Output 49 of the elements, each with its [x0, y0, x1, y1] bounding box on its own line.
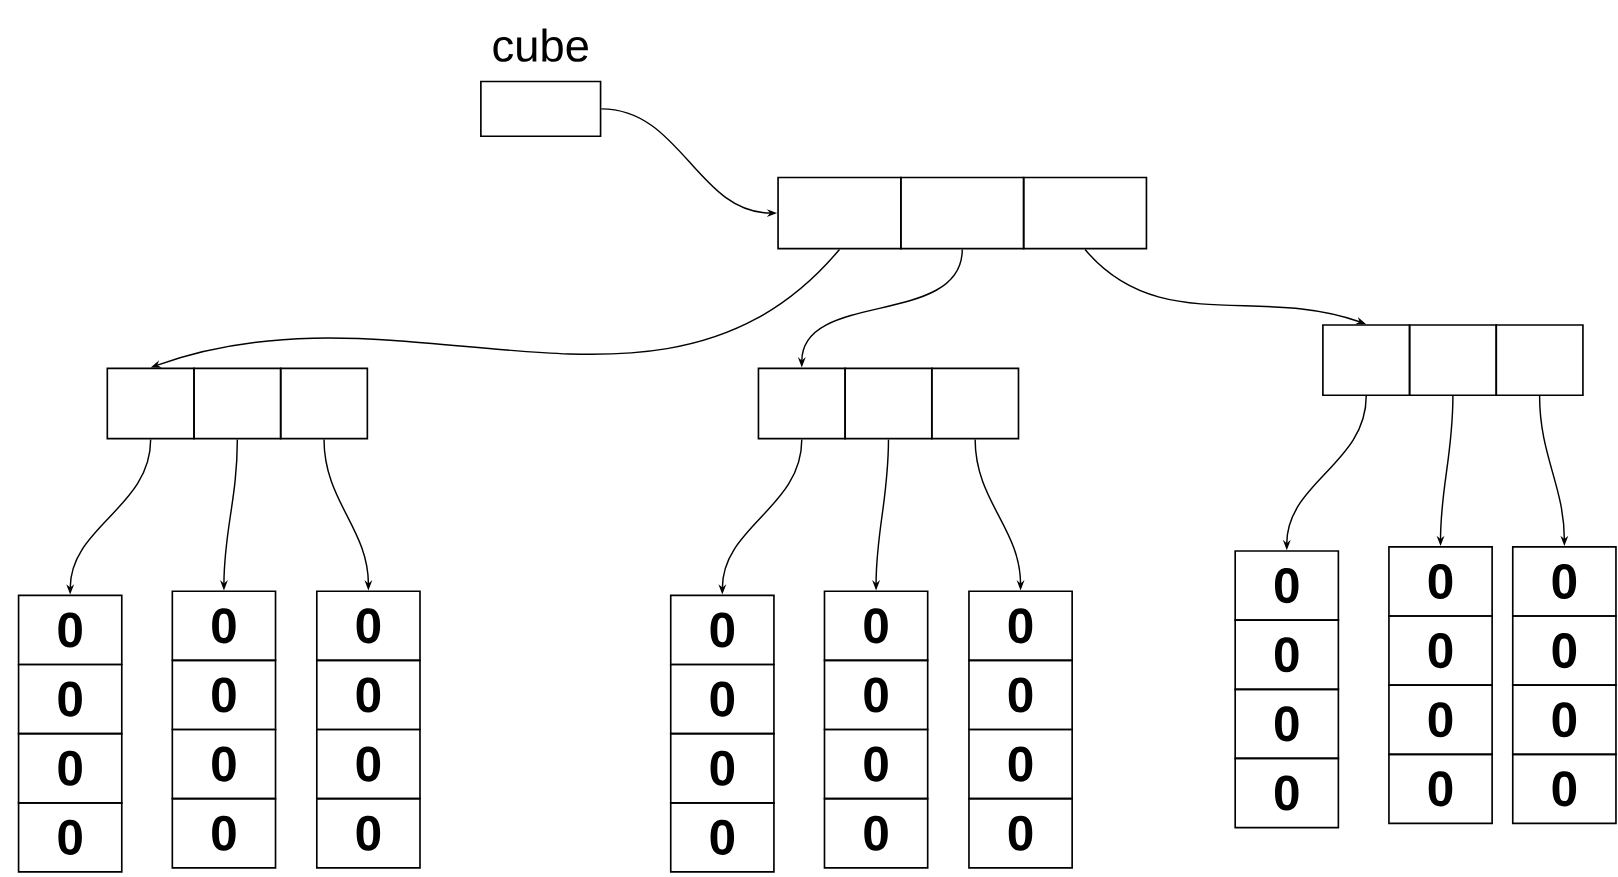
array-cell: 0 [315, 659, 421, 731]
pointer-cell [900, 176, 1025, 250]
array-cell: 0 [968, 797, 1073, 869]
array-cell: 0 [17, 594, 123, 666]
array-cell: 0 [669, 732, 775, 804]
array-cell: 0 [823, 728, 929, 800]
array-cell: 0 [17, 801, 123, 873]
array-cell: 0 [823, 590, 929, 662]
array-cell: 0 [669, 663, 775, 735]
array-cell: 0 [315, 590, 421, 662]
array-cell: 0 [315, 797, 421, 869]
pointer-cell [1322, 324, 1411, 396]
array-cell: 0 [1511, 753, 1617, 825]
array-cell: 0 [1511, 684, 1617, 756]
array-cell: 0 [17, 732, 123, 804]
pointer-cell [844, 367, 933, 440]
array-cell: 0 [1234, 757, 1340, 829]
array-cell: 0 [171, 659, 277, 731]
array-cell: 0 [968, 728, 1073, 800]
array-cell: 0 [669, 801, 775, 873]
array-cell: 0 [1234, 688, 1340, 760]
pointer-cell [757, 367, 846, 440]
array-cell: 0 [171, 728, 277, 800]
array-cell: 0 [968, 590, 1073, 662]
array-cell: 0 [1388, 753, 1493, 825]
pointer-cell [193, 367, 282, 440]
array-cell: 0 [1388, 546, 1493, 617]
pointer-cell [1408, 324, 1498, 396]
array-cell: 0 [1511, 546, 1617, 617]
array-cell: 0 [171, 797, 277, 869]
array-cell: 0 [823, 797, 929, 869]
array-cell: 0 [1511, 615, 1617, 686]
pointer-cell [106, 367, 195, 440]
array-cell: 0 [669, 594, 775, 666]
array-cell: 0 [823, 659, 929, 731]
array-cell: 0 [968, 659, 1073, 731]
pointer-cell [1022, 176, 1148, 250]
array-cell: 0 [1234, 550, 1340, 621]
pointer-cell [1495, 324, 1584, 396]
array-cell: 0 [315, 728, 421, 800]
array-cell: 0 [1234, 619, 1340, 691]
variable-label: cube [493, 28, 588, 62]
array-cell: 0 [1388, 684, 1493, 756]
pointer-cell [931, 367, 1020, 440]
array-cell: 0 [17, 663, 123, 735]
pointer-cell [777, 176, 902, 250]
pointer-cell [279, 367, 369, 440]
array-cell: 0 [171, 590, 277, 662]
array-cell: 0 [1388, 615, 1493, 686]
